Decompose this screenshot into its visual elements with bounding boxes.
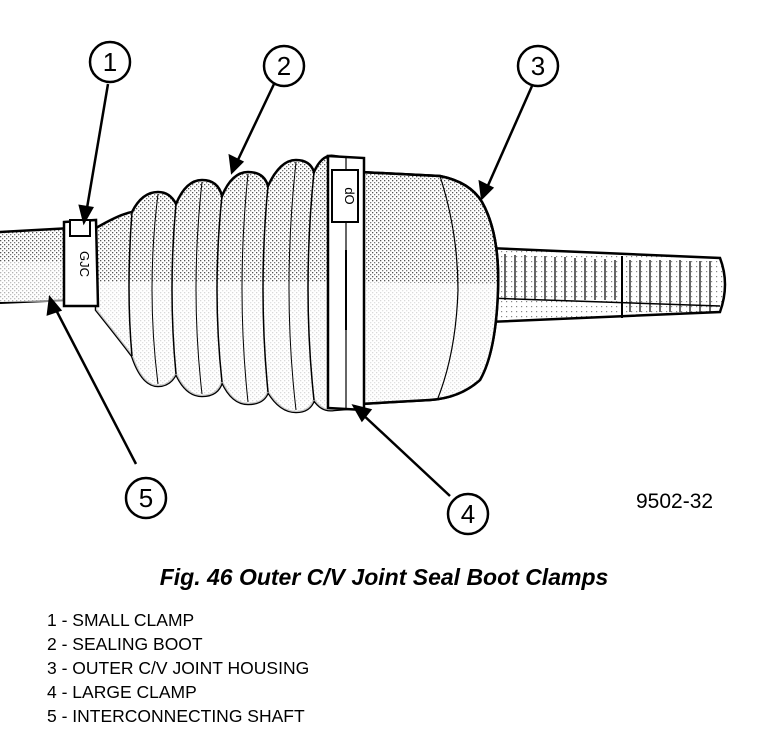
legend-number: 5 (47, 706, 57, 726)
figure-number: 9502-32 (636, 490, 714, 513)
callout-3: 3 (516, 44, 560, 88)
legend-number: 3 (47, 658, 57, 678)
svg-text:4: 4 (461, 499, 475, 529)
cv-joint-illustration: dO GJC 1 2 3 4 5 (0, 40, 727, 536)
legend-item: 5 - INTERCONNECTING SHAFT (47, 704, 309, 728)
leader-1 (84, 83, 110, 215)
arrowhead-4 (351, 404, 373, 423)
svg-text:3: 3 (531, 51, 545, 81)
svg-text:2: 2 (277, 51, 291, 81)
legend-separator: - (56, 658, 73, 678)
legend-label: SEALING BOOT (72, 634, 203, 654)
arrowhead-1 (78, 204, 94, 226)
legend-number: 2 (47, 634, 57, 654)
svg-text:5: 5 (139, 483, 153, 513)
arrowhead-5 (46, 294, 63, 316)
sealing-boot (94, 154, 362, 414)
legend-separator: - (56, 706, 73, 726)
callout-2: 2 (262, 44, 306, 88)
callout-4: 4 (446, 492, 490, 536)
legend-separator: - (56, 634, 73, 654)
arrowhead-3 (478, 179, 495, 201)
leader-2 (234, 83, 276, 165)
legend-item: 3 - OUTER C/V JOINT HOUSING (47, 656, 309, 680)
leader-lines (46, 83, 534, 497)
small-clamp-marking: GJC (77, 251, 92, 277)
legend-item: 4 - LARGE CLAMP (47, 680, 309, 704)
arrowhead-2 (228, 153, 245, 175)
figure-caption: Fig. 46 Outer C/V Joint Seal Boot Clamps (159, 564, 609, 590)
large-clamp: dO (326, 154, 366, 412)
legend-number: 4 (47, 682, 57, 702)
interconnecting-shaft (0, 226, 73, 304)
outer-cv-joint-housing (358, 170, 500, 406)
outer-stub-shaft (486, 246, 727, 324)
callout-5: 5 (124, 476, 168, 520)
leader-5 (52, 305, 138, 465)
leader-3 (484, 85, 534, 191)
legend-item: 2 - SEALING BOOT (47, 632, 309, 656)
legend-separator: - (56, 610, 73, 630)
legend-label: INTERCONNECTING SHAFT (72, 706, 305, 726)
callout-1: 1 (88, 40, 132, 84)
legend-label: LARGE CLAMP (72, 682, 197, 702)
leader-4 (359, 411, 451, 497)
legend-label: SMALL CLAMP (72, 610, 195, 630)
svg-text:1: 1 (103, 47, 117, 77)
legend-label: OUTER C/V JOINT HOUSING (72, 658, 310, 678)
large-clamp-marking: dO (342, 187, 357, 204)
legend-number: 1 (47, 610, 57, 630)
legend-separator: - (56, 682, 73, 702)
legend-item: 1 - SMALL CLAMP (47, 608, 309, 632)
legend-list: 1 - SMALL CLAMP 2 - SEALING BOOT 3 - OUT… (47, 608, 309, 728)
small-clamp: GJC (62, 218, 100, 308)
